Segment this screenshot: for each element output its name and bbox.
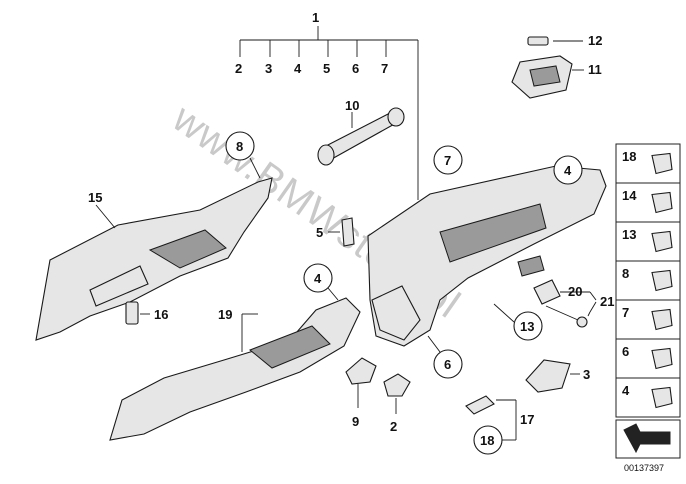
side-panel-label: 8 — [622, 266, 629, 281]
bracket-20-21 — [560, 291, 597, 317]
part-5-cover — [341, 217, 355, 247]
callout-circle-7 — [433, 145, 463, 175]
side-panel-part — [651, 347, 673, 370]
part-15-lower-trim — [35, 177, 273, 341]
part-20-lock-cylinder — [533, 279, 561, 305]
callout-20: 20 — [568, 284, 582, 299]
diagram-id: 00137397 — [624, 463, 664, 473]
side-panel-label: 7 — [622, 305, 629, 320]
callout-8: 8 — [236, 139, 243, 154]
side-panel-part — [651, 230, 673, 253]
side-panel-part — [651, 386, 673, 409]
callout-11: 11 — [588, 62, 602, 77]
callout-1: 1 — [312, 10, 319, 25]
callout-6-top: 6 — [352, 61, 359, 76]
part-17-light — [465, 395, 495, 415]
callout-17: 17 — [520, 412, 534, 427]
callout-circle-6 — [433, 349, 463, 379]
callout-7-top: 7 — [381, 61, 388, 76]
callout-16: 16 — [154, 307, 168, 322]
part-9-bumper — [345, 357, 377, 385]
part-2-stop — [383, 373, 411, 397]
callout-21: 21 — [600, 294, 614, 309]
bracket-17 — [496, 399, 517, 441]
side-panel-label: 14 — [622, 188, 637, 203]
side-parts-panel: 18 14 13 8 7 6 4 — [615, 143, 681, 418]
callout-4-lower: 4 — [314, 271, 322, 286]
part-11-lock-mechanism — [511, 55, 584, 99]
callout-circle-4-lower — [303, 263, 333, 293]
callout-6-bottom: 6 — [444, 357, 451, 372]
part-19-knee-panel — [109, 297, 361, 441]
side-panel-label: 13 — [622, 227, 636, 242]
callout-5-top: 5 — [323, 61, 330, 76]
side-panel-part — [651, 269, 673, 292]
callout-18: 18 — [480, 433, 494, 448]
callout-7-box: 7 — [444, 153, 451, 168]
callout-3-bottom: 3 — [583, 367, 590, 382]
bracket-item-1 — [239, 26, 419, 200]
direction-arrow-icon — [623, 423, 671, 454]
callout-9: 9 — [352, 414, 359, 429]
side-panel-label: 6 — [622, 344, 629, 359]
callout-circle-13 — [513, 311, 543, 341]
callout-4-top: 4 — [294, 61, 302, 76]
callout-19: 19 — [218, 307, 232, 322]
callout-circle-4-box — [553, 155, 583, 185]
side-panel-part — [651, 308, 673, 331]
part-16-clip — [125, 301, 139, 325]
part-3-switch — [525, 359, 571, 393]
side-panel-label: 18 — [622, 149, 636, 164]
callout-5-mid: 5 — [316, 225, 323, 240]
callout-circle-8 — [225, 131, 255, 161]
callout-15: 15 — [88, 190, 102, 205]
side-panel-label: 4 — [622, 383, 630, 398]
callout-2-bottom: 2 — [390, 419, 397, 434]
callout-3-top: 3 — [265, 61, 272, 76]
part-10-damper — [317, 107, 405, 166]
callout-12: 12 — [588, 33, 602, 48]
callout-circle-18 — [473, 425, 503, 455]
side-panel-part — [651, 152, 673, 175]
part-12-clip — [527, 36, 583, 46]
part-glove-box — [367, 165, 607, 347]
callout-10: 10 — [345, 98, 359, 113]
part-21-key — [576, 316, 588, 328]
callout-13: 13 — [520, 319, 534, 334]
callout-2-top: 2 — [235, 61, 242, 76]
arrow-box — [615, 419, 681, 459]
callout-4-box: 4 — [564, 163, 572, 178]
side-panel-part — [651, 191, 673, 214]
